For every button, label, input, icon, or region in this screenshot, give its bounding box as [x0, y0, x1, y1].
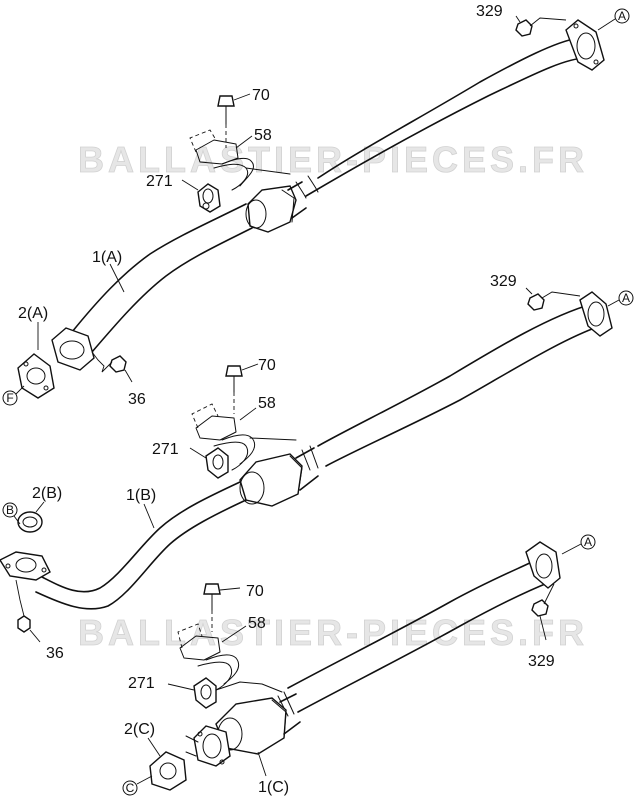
- connector-c: C: [122, 775, 153, 796]
- label-70-b: 70: [258, 357, 276, 374]
- svg-text:A: A: [622, 291, 630, 305]
- bracket-58-b: [191, 403, 297, 471]
- label-70-c: 70: [246, 583, 264, 600]
- flange-b-rear: [579, 291, 613, 337]
- label-1b: 1(B): [126, 487, 156, 504]
- converter-b: [239, 447, 319, 507]
- label-58-b: 58: [258, 395, 276, 412]
- svg-text:A: A: [618, 9, 626, 23]
- nut-36-b: [15, 579, 41, 643]
- label-271-a: 271: [146, 173, 173, 190]
- label-70-a: 70: [252, 87, 270, 104]
- label-1c: 1(C): [258, 779, 289, 796]
- nut-329-a: [515, 15, 567, 37]
- assembly-a: A F 329 70 58 271 1(A) 2(A) 36: [2, 3, 630, 408]
- connector-b: B: [2, 502, 21, 525]
- pipe-1c: [277, 559, 551, 717]
- connector-a-bottom: A: [561, 534, 596, 555]
- label-271-c: 271: [128, 675, 155, 692]
- gasket-2a: [17, 353, 55, 399]
- flange-c-front: [185, 725, 231, 767]
- connector-f: F: [2, 385, 25, 406]
- pipe-1b-rear: [301, 303, 601, 471]
- svg-text:F: F: [6, 391, 13, 405]
- connector-a-middle: A: [607, 290, 634, 307]
- nut-329-b: [525, 287, 581, 311]
- label-58-a: 58: [254, 127, 272, 144]
- label-2b: 2(B): [32, 485, 62, 502]
- label-2a: 2(A): [18, 305, 48, 322]
- watermark-top: BALLASTIER-PIECES.FR: [78, 139, 588, 180]
- svg-text:C: C: [126, 781, 135, 795]
- label-36-b: 36: [46, 645, 64, 662]
- hanger-271-b: [189, 447, 229, 479]
- flange-a-front: [51, 327, 95, 371]
- nut-329-c: [531, 583, 555, 641]
- pipe-1b-front: [35, 481, 247, 610]
- flange-b-front: [0, 551, 51, 581]
- watermark-bottom: BALLASTIER-PIECES.FR: [78, 612, 588, 653]
- label-329-a: 329: [476, 3, 503, 20]
- label-329-c: 329: [528, 653, 555, 670]
- svg-text:A: A: [584, 535, 592, 549]
- hanger-271-a: [181, 179, 221, 213]
- bolt-70-b: [225, 363, 259, 414]
- bracket-58-c: [177, 623, 247, 691]
- svg-text:B: B: [6, 503, 14, 517]
- assembly-b: A B 329 70 58 271 1(B) 2(B) 36: [0, 273, 634, 662]
- label-2c: 2(C): [124, 721, 155, 738]
- flange-a-rear: [565, 19, 605, 71]
- bolt-70-c: [203, 583, 241, 632]
- label-58-c: 58: [248, 615, 266, 632]
- pipe-1a-front: [71, 203, 253, 353]
- converter-a: [245, 181, 307, 233]
- connector-a-rear: A: [597, 8, 630, 31]
- gasket-2c: [149, 751, 187, 791]
- converter-c: [215, 693, 301, 755]
- assembly-c: A C 70 58 271 329 2(C) 1(C): [122, 534, 596, 796]
- flange-c-rear: [525, 541, 561, 589]
- label-36-a: 36: [128, 391, 146, 408]
- label-1a: 1(A): [92, 249, 122, 266]
- bracket-58-a: [189, 129, 291, 191]
- gasket-2b: [17, 511, 43, 533]
- pipe-1a-rear: [295, 37, 587, 199]
- hanger-271-c: [167, 677, 283, 709]
- label-329-b: 329: [490, 273, 517, 290]
- bolt-70-a: [217, 93, 251, 148]
- nut-36-a: [91, 351, 133, 383]
- label-271-b: 271: [152, 441, 179, 458]
